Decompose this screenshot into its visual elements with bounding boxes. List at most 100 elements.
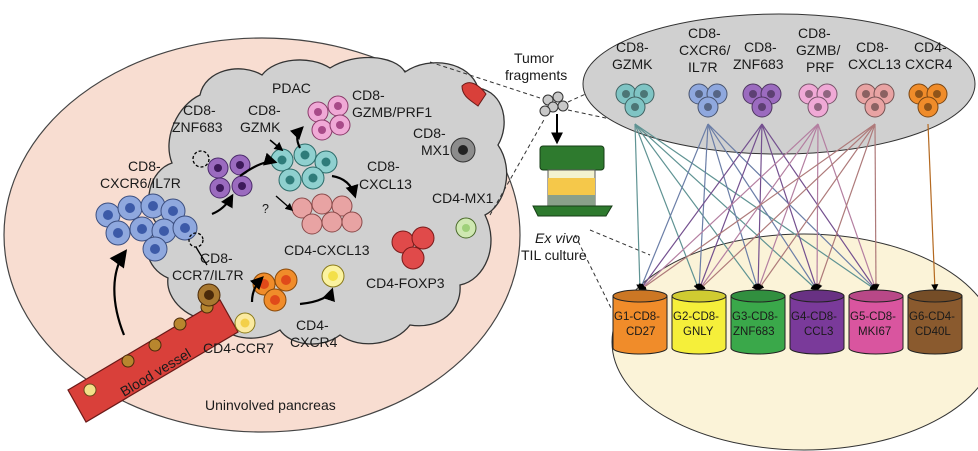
top-znf683-label-1: CD8- [744, 39, 777, 55]
top-cell-nucleus-gzmb [805, 90, 813, 98]
label-cd8-gzmb-prf1-2: GZMB/PRF1 [352, 104, 432, 120]
connection-gzmb-to-g3 [756, 123, 819, 292]
cylinder-g3 [730, 295, 786, 355]
top-clusters-region [582, 13, 976, 155]
g2-label-2: GNLY [683, 326, 714, 338]
top-cell-nucleus-gzmk [640, 90, 648, 98]
top-cell-nucleus-cxcr6 [704, 103, 712, 111]
cylinder-g5 [848, 295, 904, 355]
label-cd8-cxcr6-il7r-2: CXCR6/IL7R [100, 175, 181, 191]
label-cd4-foxp3: CD4-FOXP3 [366, 275, 445, 291]
label-cd8-znf683-1: CD8- [183, 102, 216, 118]
top-cell-nucleus-cxcr6 [695, 90, 703, 98]
connection-gzmk-to-g2 [634, 123, 701, 292]
connection-cxcr6-to-g4 [707, 123, 818, 292]
connection-cxcr6-to-g5 [707, 123, 878, 292]
top-cluster-cells [615, 83, 948, 118]
top-cell-nucleus-cxcr4 [933, 90, 941, 98]
connection-cxcl13-to-g5 [872, 123, 880, 292]
top-cell-nucleus-gzmk [631, 103, 639, 111]
connection-gzmk-to-g5 [634, 123, 878, 291]
connection-gzmb-to-g4 [813, 123, 821, 292]
top-gzmk-label-2: GZMK [612, 56, 653, 72]
cd4-foxp3-cluster [391, 226, 435, 270]
cd8-cxcl13-cluster [291, 193, 363, 235]
label-cd4-cxcr4-1: CD4- [296, 317, 329, 333]
g5-label-1: G5-CD8- [850, 311, 896, 323]
top-cxcr6-label-1: CD8- [688, 25, 721, 41]
cylinder-top-g3 [730, 289, 786, 303]
cylinder-g6 [907, 295, 963, 355]
top-cell-nucleus-gzmb [814, 103, 822, 111]
label-cd8-gzmk-1: CD8- [248, 102, 281, 118]
question-mark: ? [262, 202, 269, 216]
pdac-label: PDAC [272, 80, 311, 96]
g2-label-1: G2-CD8- [673, 311, 719, 323]
top-cxcr4-label-2: CXCR4 [905, 56, 953, 72]
g4-label-1: G4-CD8- [791, 311, 837, 323]
label-cd8-cxcl13-1: CD8- [367, 158, 400, 174]
g1-label-1: G1-CD8- [614, 311, 660, 323]
g3-label-1: G3-CD8- [732, 311, 778, 323]
g1-label-2: CD27 [626, 326, 655, 338]
cylinder-top-g6 [907, 289, 963, 303]
top-cell-nucleus-cxcr6 [713, 90, 721, 98]
connection-gzmb-to-g1 [638, 123, 819, 291]
uninvolved-pancreas-label: Uninvolved pancreas [205, 397, 336, 413]
top-cell-nucleus-cxcr4 [915, 90, 923, 98]
label-cd4-ccr7: CD4-CCR7 [203, 340, 274, 356]
label-cd8-ccr7-il7r-2: CCR7/IL7R [172, 267, 244, 283]
cluster-to-group-connections [634, 123, 939, 292]
connection-cxcr6-to-g1 [638, 123, 709, 292]
top-cell-nucleus-znf683 [758, 103, 766, 111]
label-cd8-znf683-2: ZNF683 [172, 119, 223, 135]
connection-cxcr6-to-g2 [695, 123, 709, 292]
differentiation-arrows [109, 126, 359, 336]
label-cd4-cxcr4-2: CXCR4 [290, 334, 338, 350]
cd8-cxcr6-il7r-nuclei [103, 201, 190, 254]
top-cxcr6-label-3: IL7R [688, 59, 718, 75]
lesion-marker [461, 82, 487, 107]
top-cxcl13-label-2: CXCL13 [848, 56, 901, 72]
connection-gzmk-to-g1 [634, 123, 644, 292]
g4-label-2: CCL3 [804, 326, 833, 338]
cd4-mx1-nucleus [462, 224, 470, 232]
tumor-fragments-label-1: Tumor [514, 50, 554, 66]
top-cell-nucleus-znf683 [767, 90, 775, 98]
label-cd8-mx1-2: MX1 [421, 142, 450, 158]
connection-cxcr6-to-g3 [707, 123, 760, 292]
blood-vessel [67, 299, 239, 423]
connection-cxcl13-to-g1 [638, 123, 876, 291]
top-cell-nucleus-cxcl13 [880, 90, 888, 98]
til-culture-well [532, 145, 613, 217]
connection-cxcl13-to-g4 [815, 123, 876, 292]
cd8-mx1-nucleus [458, 145, 468, 155]
top-cxcr6-label-2: CXCR6/ [679, 42, 730, 58]
label-cd8-gzmk-2: GZMK [240, 119, 281, 135]
top-cell-nucleus-gzmb [823, 90, 831, 98]
top-cell-nucleus-znf683 [749, 90, 757, 98]
top-cxcr4-label-1: CD4- [914, 39, 947, 55]
cylinder-top-g4 [789, 289, 845, 303]
cylinder-top-g2 [671, 289, 727, 303]
connection-gzmb-to-g5 [817, 123, 878, 292]
top-cell-nucleus-cxcr4 [924, 103, 932, 111]
top-cxcl13-label-1: CD8- [856, 39, 889, 55]
label-cd8-gzmb-prf1-1: CD8- [352, 87, 385, 103]
cd8-ccr7-il7r-nucleus [204, 290, 214, 300]
label-cd8-cxcl13-2: CXCL13 [359, 176, 412, 192]
cd8-gzmb-prf1-nuclei [314, 102, 344, 134]
top-cell-nucleus-cxcl13 [862, 90, 870, 98]
top-znf683-label-2: ZNF683 [733, 56, 784, 72]
cylinder-g2 [671, 295, 727, 355]
cylinder-top-g5 [848, 289, 904, 303]
label-cd8-mx1-1: CD8- [413, 125, 446, 141]
connection-gzmk-to-g4 [634, 123, 819, 291]
label-cd8-cxcr6-il7r-1: CD8- [128, 158, 161, 174]
connection-cxcl13-to-g3 [757, 123, 876, 292]
connection-znf683-to-g2 [697, 123, 763, 292]
connection-cxcl13-to-g2 [697, 123, 876, 291]
zoom-lines [429, 61, 651, 311]
cd8-znf683-nuclei [214, 161, 246, 192]
